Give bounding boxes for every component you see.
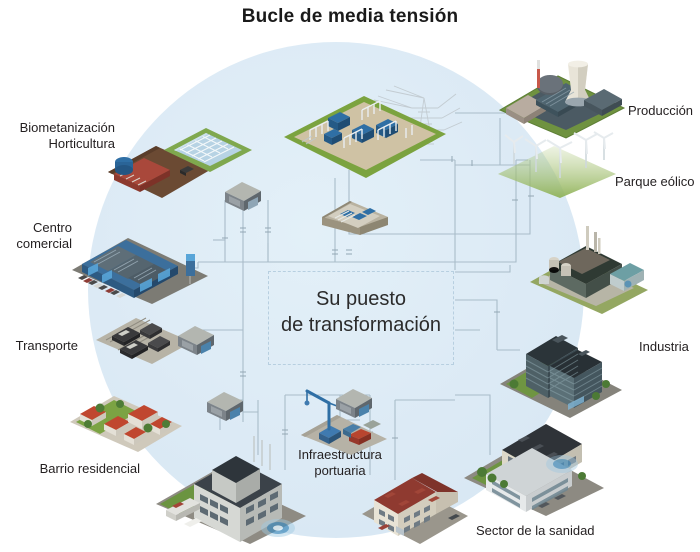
scene-hotel-block: [150, 432, 312, 546]
label-industria: Industria: [639, 339, 689, 354]
page-title: Bucle de media tensión: [241, 6, 459, 27]
label-transporte: Transporte: [15, 338, 78, 353]
label-infraestructura-portuaria: Infraestructura portuaria: [298, 447, 382, 478]
scene-produccion: [492, 38, 632, 139]
scene-transformer-hall: [318, 185, 392, 239]
scene-apartment-block: [356, 456, 474, 546]
label-sector-sanidad: Sector de la sanidad: [476, 523, 595, 538]
label-parque-eolico: Parque eólico: [615, 174, 695, 189]
scene-industria-towers: [492, 312, 630, 422]
transformer-cabinet-north-west: [222, 178, 264, 212]
central-transformer-box: [268, 271, 454, 365]
scene-sector-sanidad: [458, 412, 608, 520]
central-label-line2: de transformación: [280, 314, 442, 336]
label-produccion: Producción: [628, 103, 694, 118]
scene-subestacion: [266, 82, 466, 192]
transformer-cabinet-south: [333, 385, 375, 419]
central-label-line1: Su puesto: [315, 288, 407, 310]
scene-horticultura: [160, 122, 256, 174]
scene-puerto: [295, 385, 391, 457]
scene-centro-comercial: [66, 222, 214, 306]
label-barrio-residencial: Barrio residencial: [39, 461, 140, 476]
label-centro-comercial: Centro comercial: [16, 220, 72, 251]
scene-parque-eolico: [492, 112, 622, 198]
scene-transporte: [92, 312, 196, 368]
transformer-cabinet-west: [175, 322, 217, 356]
label-biometanizacion: Biometanización Horticultura: [19, 120, 115, 151]
transformer-cabinet-south-west: [204, 388, 246, 422]
scene-barrio-residencial: [66, 382, 186, 454]
central-label: Su puesto de transformación: [258, 286, 464, 338]
scene-industria-plant: [524, 226, 654, 316]
